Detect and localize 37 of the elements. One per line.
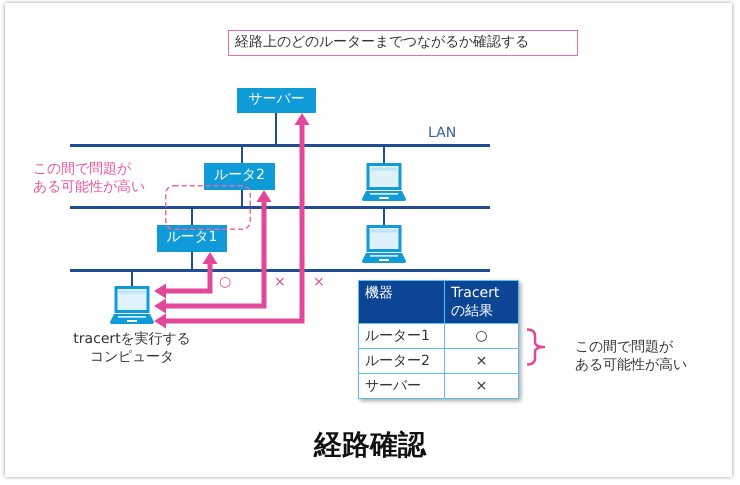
header-cell: 機器 (358, 280, 444, 324)
network-line (70, 206, 490, 209)
network-line (70, 144, 490, 147)
connection-line (241, 190, 243, 206)
network-line (70, 269, 490, 272)
annotation-text: この間で問題がある可能性が高い (33, 160, 145, 196)
router-box: ルータ1 (157, 225, 227, 252)
diagram-caption: 経路確認 (314, 427, 426, 463)
heading-box: 経路上のどのルーターまでつながるか確認する (228, 30, 578, 56)
network-label: LAN (428, 124, 456, 142)
edge-label: × (274, 273, 286, 291)
table-cell: ○ (444, 324, 518, 348)
laptop-icon (362, 163, 406, 201)
edge-label: × (313, 273, 325, 291)
laptop-icon (362, 225, 406, 263)
table-cell: ルーター1 (358, 324, 444, 348)
connection-line (131, 272, 133, 286)
table-cell: × (444, 348, 518, 374)
header-cell: Tracert の結果 (444, 280, 518, 324)
laptop-icon (110, 286, 154, 324)
edge-label: ○ (219, 273, 232, 291)
connection-line (241, 147, 243, 163)
annotation-text: この間で問題がある可能性が高い (575, 338, 687, 374)
connection-line (275, 113, 277, 144)
connection-line (191, 209, 193, 225)
table-cell: × (444, 374, 518, 398)
server-box: サーバー (237, 88, 316, 113)
arrow (154, 190, 272, 314)
connection-line (383, 147, 385, 163)
table-cell: サーバー (358, 374, 444, 398)
arrow (154, 252, 218, 298)
connection-line (383, 209, 385, 225)
device-caption: tracertを実行するコンピュータ (72, 330, 192, 366)
arrow (154, 113, 310, 328)
table-cell: ルーター2 (358, 348, 444, 374)
router-box: ルータ2 (204, 163, 275, 190)
connection-line (191, 252, 193, 269)
